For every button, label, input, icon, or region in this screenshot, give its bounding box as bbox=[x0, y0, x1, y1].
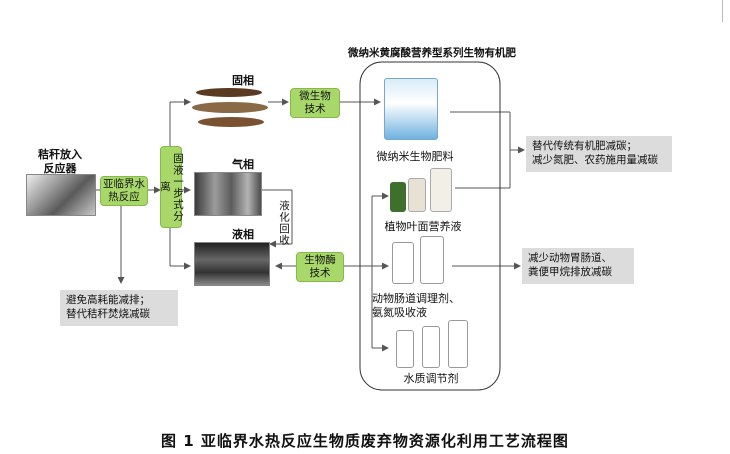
gut-regulator-label: 动物肠道调理剂、 氨氮吸收液 bbox=[372, 292, 460, 319]
page-edge-mark bbox=[722, 0, 723, 22]
gas-phase-photo bbox=[194, 172, 262, 216]
foliar-bottles-image bbox=[390, 166, 454, 214]
reactor-label: 秸秆放入 反应器 bbox=[38, 148, 82, 175]
water-bottles-image bbox=[396, 320, 470, 368]
gut-bottles-image bbox=[392, 236, 448, 286]
liquid-phase-label: 液相 bbox=[232, 228, 254, 241]
solid-phase-photo bbox=[192, 86, 268, 130]
liquefy-recovery-label: 液化回收 bbox=[278, 200, 290, 246]
energy-benefit-box: 避免高耗能减排； 替代秸秆焚烧减碳 bbox=[60, 290, 178, 326]
fertilizer-benefit-box: 替代传统有机肥减碳； 减少氮肥、农药施用量减碳 bbox=[526, 136, 672, 172]
fertilizer-label: 微纳米生物肥料 bbox=[376, 150, 454, 163]
water-regulator-label: 水质调节剂 bbox=[403, 372, 459, 385]
liquid-phase-photo bbox=[194, 242, 270, 286]
microbe-tech-box: 微生物 技术 bbox=[290, 88, 340, 118]
gas-phase-label: 气相 bbox=[232, 158, 254, 171]
fertilizer-package-image bbox=[384, 78, 438, 140]
solid-phase-label: 固相 bbox=[232, 74, 254, 87]
hydrothermal-reaction-box: 亚临界水 热反应 bbox=[100, 176, 148, 206]
foliar-label: 植物叶面营养液 bbox=[384, 220, 462, 233]
animal-benefit-box: 减少动物胃肠道、 粪便甲烷排放减碳 bbox=[522, 248, 634, 284]
reactor-photo bbox=[26, 174, 96, 216]
product-group-title: 微纳米黄腐酸营养型系列生物有机肥 bbox=[348, 47, 516, 59]
solid-liquid-separation-box: 固液一步式分离 bbox=[159, 146, 184, 228]
figure-caption: 图 1 亚临界水热反应生物质废弃物资源化利用工艺流程图 bbox=[161, 432, 569, 450]
enzyme-tech-box: 生物酶 技术 bbox=[296, 252, 344, 282]
